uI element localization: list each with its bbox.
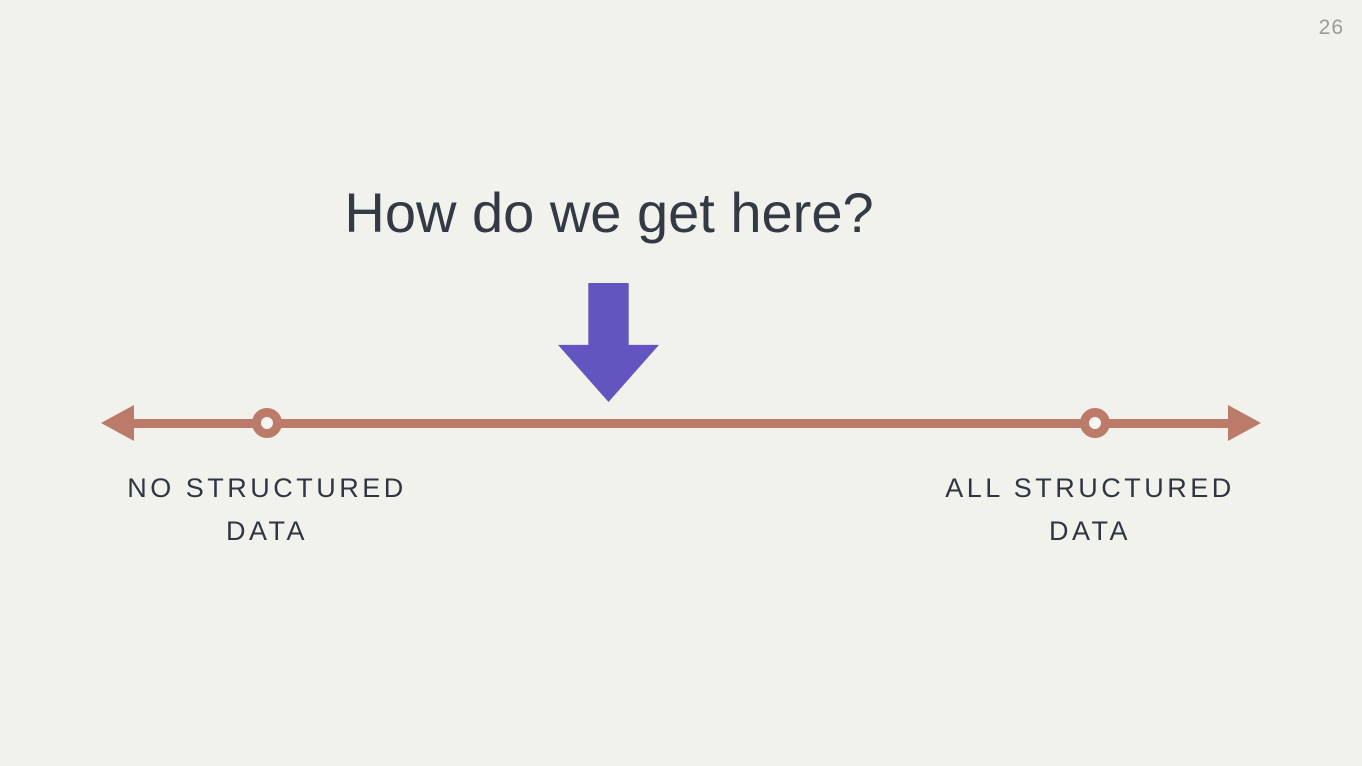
slide-title: How do we get here? <box>344 181 874 244</box>
left-ring-marker-icon <box>252 408 282 438</box>
down-arrow-icon <box>558 283 659 402</box>
spectrum-axis-line <box>120 419 1242 428</box>
all-structured-data-label: ALL STRUCTURED DATA <box>945 473 1235 546</box>
left-arrowhead-icon <box>101 405 134 441</box>
right-arrowhead-icon <box>1228 405 1261 441</box>
page-number: 26 <box>1318 16 1344 39</box>
no-structured-data-label: NO STRUCTURED DATA <box>127 473 407 546</box>
right-ring-marker-icon <box>1080 408 1110 438</box>
